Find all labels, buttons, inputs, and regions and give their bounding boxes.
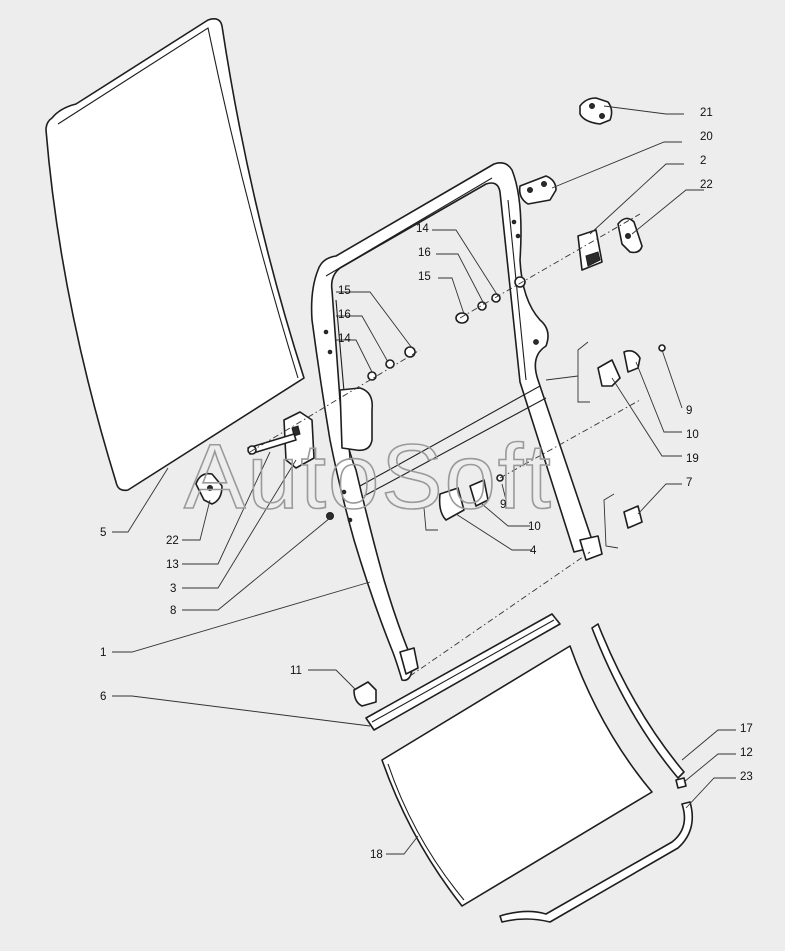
callout-12[interactable]: 12 (740, 747, 753, 759)
callout-23[interactable]: 23 (740, 771, 753, 783)
callout-labels: 21 20 2 22 14 16 15 15 16 14 9 10 19 9 7… (100, 107, 753, 861)
part-11-bumper[interactable] (353, 681, 377, 707)
callout-3[interactable]: 3 (170, 583, 176, 595)
callout-14-upper[interactable]: 14 (416, 223, 429, 235)
part-18-lower-glass[interactable] (381, 645, 653, 907)
part-22-upper-hinge-plate[interactable] (617, 217, 643, 254)
callout-15-left[interactable]: 15 (338, 285, 351, 297)
part-3-catch-block[interactable] (283, 411, 315, 469)
part-2-latch[interactable] (577, 229, 603, 271)
part-19-right-hinge[interactable] (597, 344, 666, 387)
callout-7[interactable]: 7 (686, 477, 692, 489)
callout-13[interactable]: 13 (166, 559, 179, 571)
part-15-16-14-left-washers[interactable] (367, 346, 416, 381)
callout-15-upper[interactable]: 15 (418, 271, 431, 283)
part-4-lower-hinge[interactable] (438, 474, 504, 521)
callout-21[interactable]: 21 (700, 107, 713, 119)
assembly-lines (249, 213, 641, 677)
callout-1[interactable]: 1 (100, 647, 106, 659)
callout-9-lower[interactable]: 9 (500, 499, 506, 511)
part-7-clip[interactable] (623, 505, 643, 529)
part-6-seal-strip[interactable] (365, 613, 561, 731)
callout-22-lower[interactable]: 22 (166, 535, 179, 547)
part-22-lower-hinge-plate[interactable] (195, 472, 223, 505)
callout-8[interactable]: 8 (170, 605, 176, 617)
part-5-glass-panel[interactable] (45, 18, 305, 492)
callout-16-left[interactable]: 16 (338, 309, 351, 321)
callout-19[interactable]: 19 (686, 453, 699, 465)
part-17-rubber-strip[interactable] (591, 623, 685, 779)
callout-14-left[interactable]: 14 (338, 333, 351, 345)
callout-5[interactable]: 5 (100, 527, 106, 539)
leader-lines (112, 105, 736, 855)
callout-2[interactable]: 2 (700, 155, 706, 167)
callout-22-upper[interactable]: 22 (700, 179, 713, 191)
callout-4[interactable]: 4 (530, 545, 537, 557)
callout-20[interactable]: 20 (700, 131, 713, 143)
callout-9-right[interactable]: 9 (686, 405, 692, 417)
part-20-plate[interactable] (518, 175, 557, 205)
part-8-screw[interactable] (326, 512, 334, 520)
callout-18[interactable]: 18 (370, 849, 383, 861)
callout-10-right[interactable]: 10 (686, 429, 699, 441)
callout-16-upper[interactable]: 16 (418, 247, 431, 259)
part-1-door-frame[interactable] (310, 162, 603, 682)
part-21-bracket[interactable] (579, 97, 613, 125)
callout-10-lower[interactable]: 10 (528, 521, 541, 533)
callout-6[interactable]: 6 (100, 691, 106, 703)
callout-11[interactable]: 11 (290, 665, 302, 677)
watermark-text: AutoSoft (184, 426, 553, 528)
callout-17[interactable]: 17 (740, 723, 753, 735)
part-23-seal[interactable] (499, 801, 694, 923)
part-12-end-cap[interactable] (675, 777, 687, 789)
